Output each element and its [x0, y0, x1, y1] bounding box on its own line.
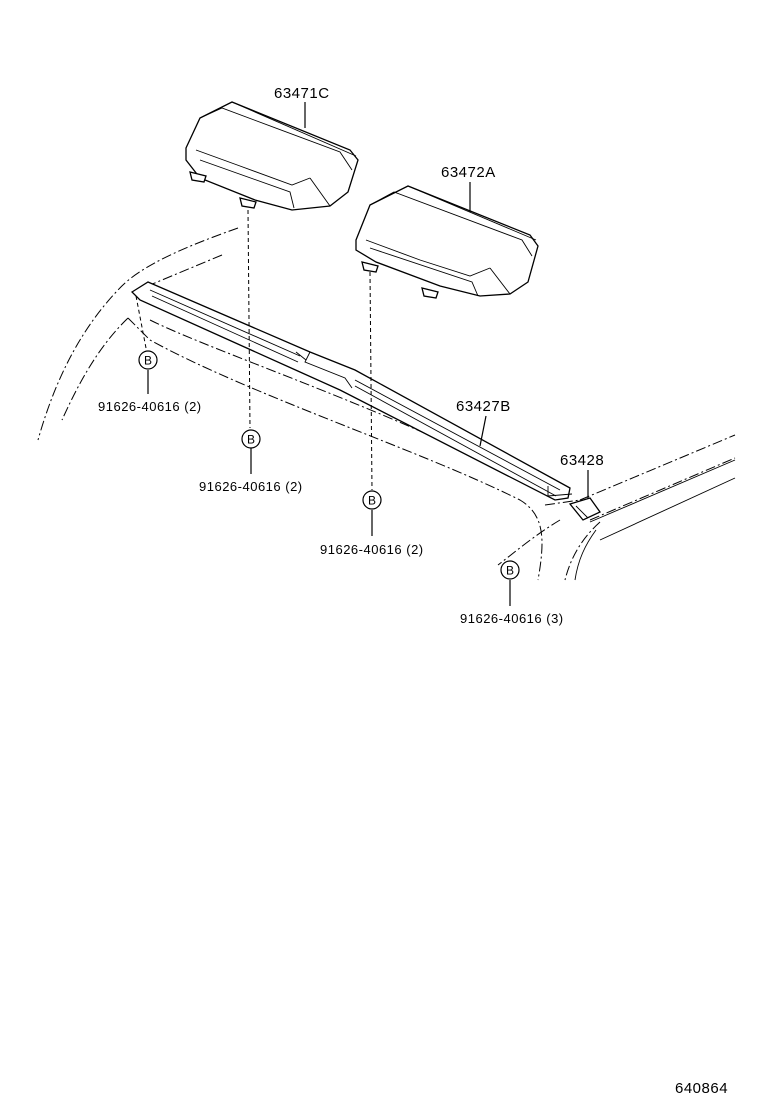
- bolt-symbol-1: B: [138, 350, 158, 370]
- svg-text:B: B: [144, 354, 152, 368]
- svg-text:B: B: [247, 433, 255, 447]
- label-63472a: 63472A: [441, 164, 496, 181]
- diagram-code: 640864: [675, 1080, 728, 1097]
- label-63427b: 63427B: [456, 398, 511, 415]
- label-leaders: [147, 102, 589, 606]
- bolt-symbol-4: B: [500, 560, 520, 580]
- bolt-leaders: [135, 209, 373, 491]
- label-63428: 63428: [560, 452, 604, 469]
- bolt-symbol-3: B: [362, 490, 382, 510]
- label-bolt-2: 91626-40616 (2): [199, 479, 303, 494]
- label-bolt-1: 91626-40616 (2): [98, 399, 202, 414]
- svg-text:B: B: [368, 494, 376, 508]
- rail-63427b: [130, 281, 573, 501]
- label-63471c: 63471C: [274, 85, 330, 102]
- housing-63471c: [185, 101, 359, 211]
- housing-63472a: [355, 185, 539, 299]
- label-bolt-4: 91626-40616 (3): [460, 611, 564, 626]
- svg-text:B: B: [506, 564, 514, 578]
- endcap-63428: [568, 497, 601, 521]
- roof-outline: [37, 227, 736, 581]
- label-bolt-3: 91626-40616 (2): [320, 542, 424, 557]
- bolt-symbol-2: B: [241, 429, 261, 449]
